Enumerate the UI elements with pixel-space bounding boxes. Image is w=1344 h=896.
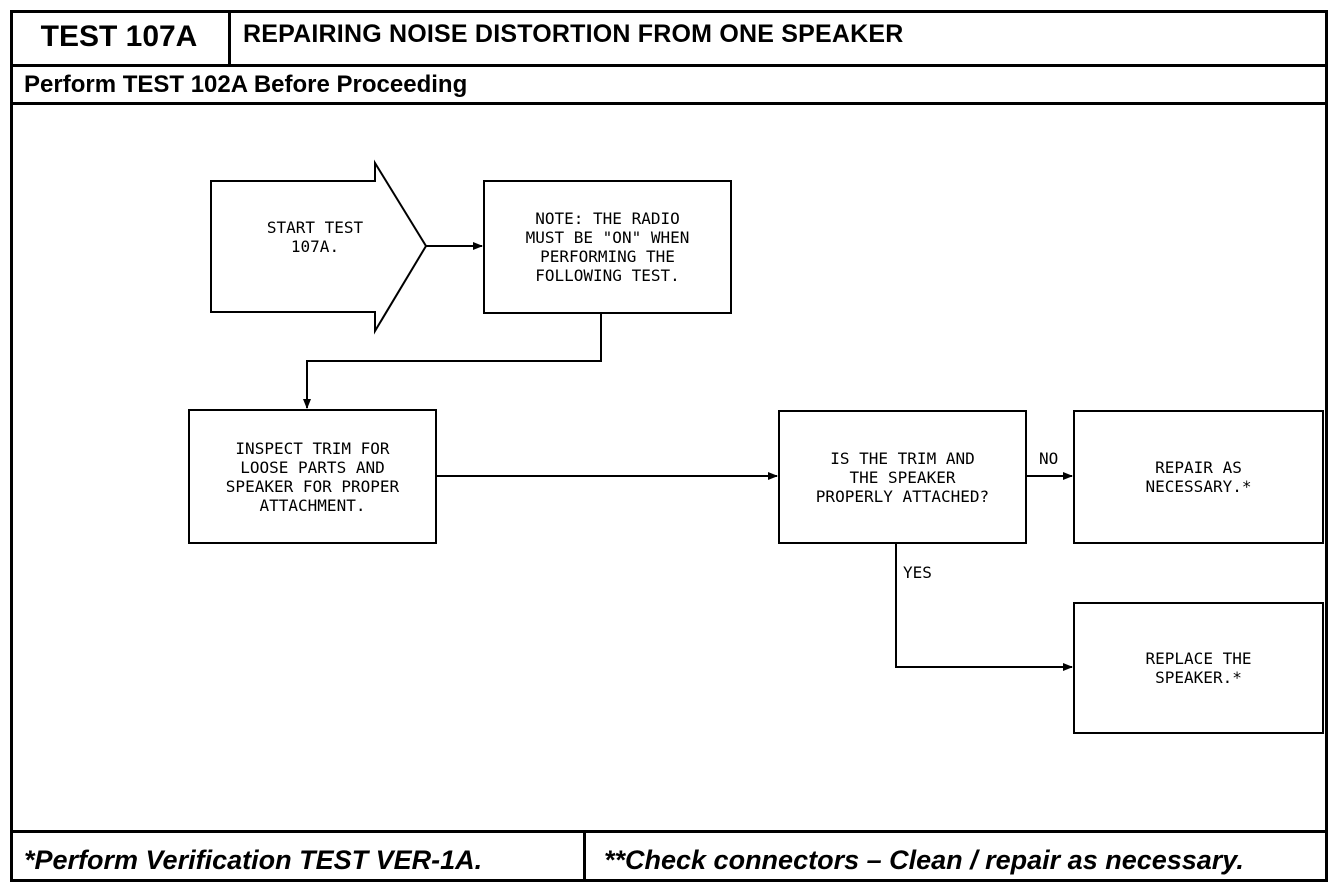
replace-box: REPLACE THE SPEAKER.*	[1073, 602, 1324, 734]
footer-verification-note: *Perform Verification TEST VER-1A.	[24, 845, 483, 875]
header-divider	[10, 64, 1328, 67]
footer-divider	[10, 830, 1328, 833]
header-divider-bottom	[10, 102, 1328, 105]
test-title: REPAIRING NOISE DISTORTION FROM ONE SPEA…	[243, 20, 904, 48]
prerequisite-note: Perform TEST 102A Before Proceeding	[24, 71, 468, 98]
page-frame	[10, 10, 1328, 882]
repair-box: REPAIR AS NECESSARY.*	[1073, 410, 1324, 544]
no-branch-label: NO	[1039, 449, 1059, 468]
inspect-box: INSPECT TRIM FOR LOOSE PARTS AND SPEAKER…	[188, 409, 437, 544]
start-test-label: START TEST 107A.	[266, 218, 364, 256]
start-arrow-shape	[210, 159, 428, 335]
yes-branch-label: YES	[903, 563, 932, 582]
footer-connector-note: **Check connectors – Clean / repair as n…	[604, 845, 1244, 875]
decision-box: IS THE TRIM AND THE SPEAKER PROPERLY ATT…	[778, 410, 1027, 544]
note-box: NOTE: THE RADIO MUST BE "ON" WHEN PERFOR…	[483, 180, 732, 314]
footer-column-divider	[583, 830, 586, 882]
